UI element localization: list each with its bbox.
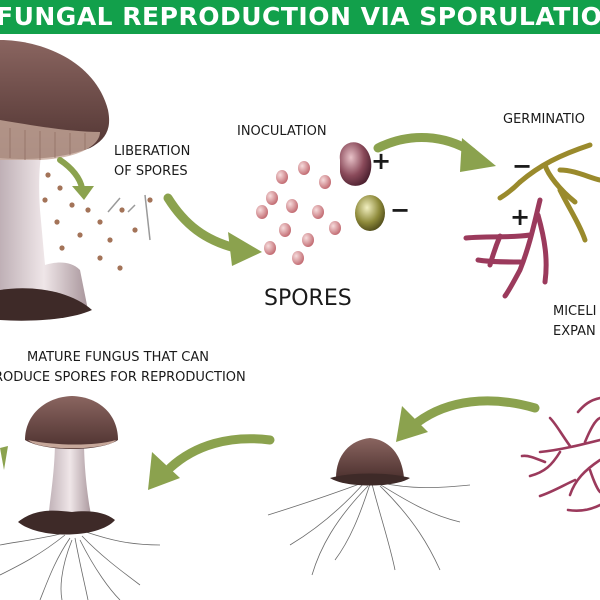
arrow-mycelium-to-young-fungus [396, 396, 540, 442]
arrow-partial-left [0, 446, 8, 470]
sign-minus-inoculation: − [390, 196, 411, 224]
label-mature-line2: RODUCE SPORES FOR REPRODUCTION [0, 370, 246, 385]
arrow-inoculation-to-germination [373, 132, 496, 172]
label-micelium-line1: MICELI [553, 304, 597, 319]
spore-trail-lines [107, 194, 151, 241]
label-micelium-line2: EXPAN [553, 324, 596, 339]
sign-plus-inoculation: + [371, 147, 392, 175]
label-liberation: LIBERATION OF SPORES [114, 142, 190, 182]
spore-cluster [256, 161, 341, 265]
young-fungus-illustration [267, 438, 471, 576]
title-banner: FUNGAL REPRODUCTION VIA SPORULATION [0, 0, 600, 34]
germination-hypha-plus [463, 197, 549, 299]
arrow-cap-to-liberation [57, 157, 94, 200]
page-title: FUNGAL REPRODUCTION VIA SPORULATION [0, 2, 600, 31]
label-germination: GERMINATIO [503, 112, 585, 127]
sign-plus-germination: + [510, 203, 531, 231]
spore-plus [339, 142, 372, 186]
mature-fungus-illustration [0, 396, 161, 600]
sign-minus-germination: − [512, 152, 533, 180]
arrow-young-to-mature-fungus [148, 434, 275, 490]
liberated-spore-dots [42, 172, 153, 271]
label-liberation-line2: OF SPORES [114, 164, 188, 179]
mycelium-network [520, 396, 600, 513]
label-liberation-line1: LIBERATION [114, 144, 191, 159]
label-spores: SPORES [264, 286, 352, 311]
label-mature-fungus: MATURE FUNGUS THAT CAN RODUCE SPORES FOR… [0, 348, 246, 388]
label-inoculation: INOCULATION [237, 124, 327, 139]
label-micelium-expansion: MICELI EXPAN [553, 302, 596, 342]
spore-minus [355, 195, 385, 231]
large-mushroom-illustration [0, 40, 110, 321]
arrow-liberation-to-spores [163, 193, 262, 266]
germination-hypha-minus [497, 142, 600, 243]
label-mature-line1: MATURE FUNGUS THAT CAN [27, 350, 209, 365]
